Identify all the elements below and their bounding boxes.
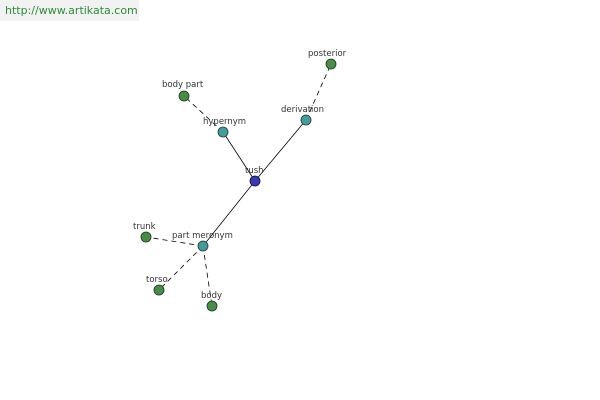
label-body-part: body part [162,80,204,90]
label-center: tush [245,166,264,176]
edge-center-derivation [254,119,307,182]
edge-part-meronym-torso [158,245,204,291]
node-trunk[interactable] [140,231,152,243]
node-derivation[interactable] [300,114,312,126]
edge-part-meronym-trunk [145,236,204,247]
edge-center-part-meronym [202,180,256,247]
source-url-banner[interactable]: http://www.artikata.com [0,0,139,21]
label-part-meronym: part meronym [172,231,233,241]
edge-derivation-posterior [305,63,332,121]
node-hypernym[interactable] [217,126,229,138]
label-posterior: posterior [308,49,347,59]
node-posterior[interactable] [325,58,337,70]
edge-part-meronym-body [202,245,213,307]
label-hypernym: hypernym [203,117,246,127]
edge-center-hypernym [222,131,256,182]
node-torso[interactable] [153,284,165,296]
node-body-part[interactable] [178,90,190,102]
label-trunk: trunk [133,222,156,232]
node-part-meronym[interactable] [197,240,209,252]
node-body[interactable] [206,300,218,312]
label-torso: torso [146,275,168,285]
label-derivation: derivation [281,105,324,115]
node-center[interactable] [249,175,261,187]
source-url-link[interactable]: http://www.artikata.com [5,4,138,17]
label-body: body [201,291,222,301]
